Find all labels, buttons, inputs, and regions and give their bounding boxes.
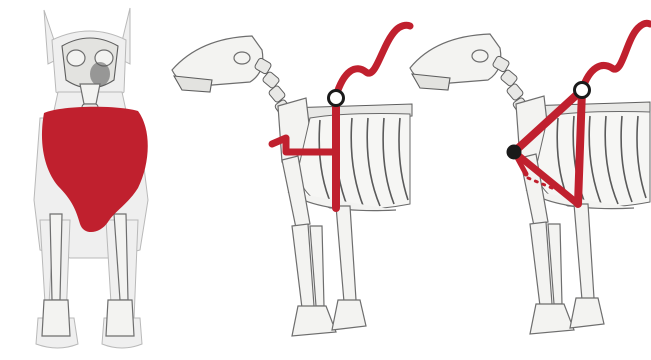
- panel-y-harness: [400, 0, 651, 360]
- side-skeleton-h-svg: [160, 0, 415, 360]
- dog-side-skeleton-y: [410, 34, 650, 334]
- dog-side-skeleton-h: [172, 36, 412, 336]
- chest-ring-icon: [508, 146, 521, 159]
- front-skeleton-svg: [0, 0, 170, 360]
- side-skeleton-y-svg: [400, 0, 651, 360]
- panel-front-view: [0, 0, 170, 360]
- leash-ring-icon: [575, 83, 590, 98]
- panel-h-harness: [160, 0, 415, 360]
- leash-ring-icon: [329, 91, 344, 106]
